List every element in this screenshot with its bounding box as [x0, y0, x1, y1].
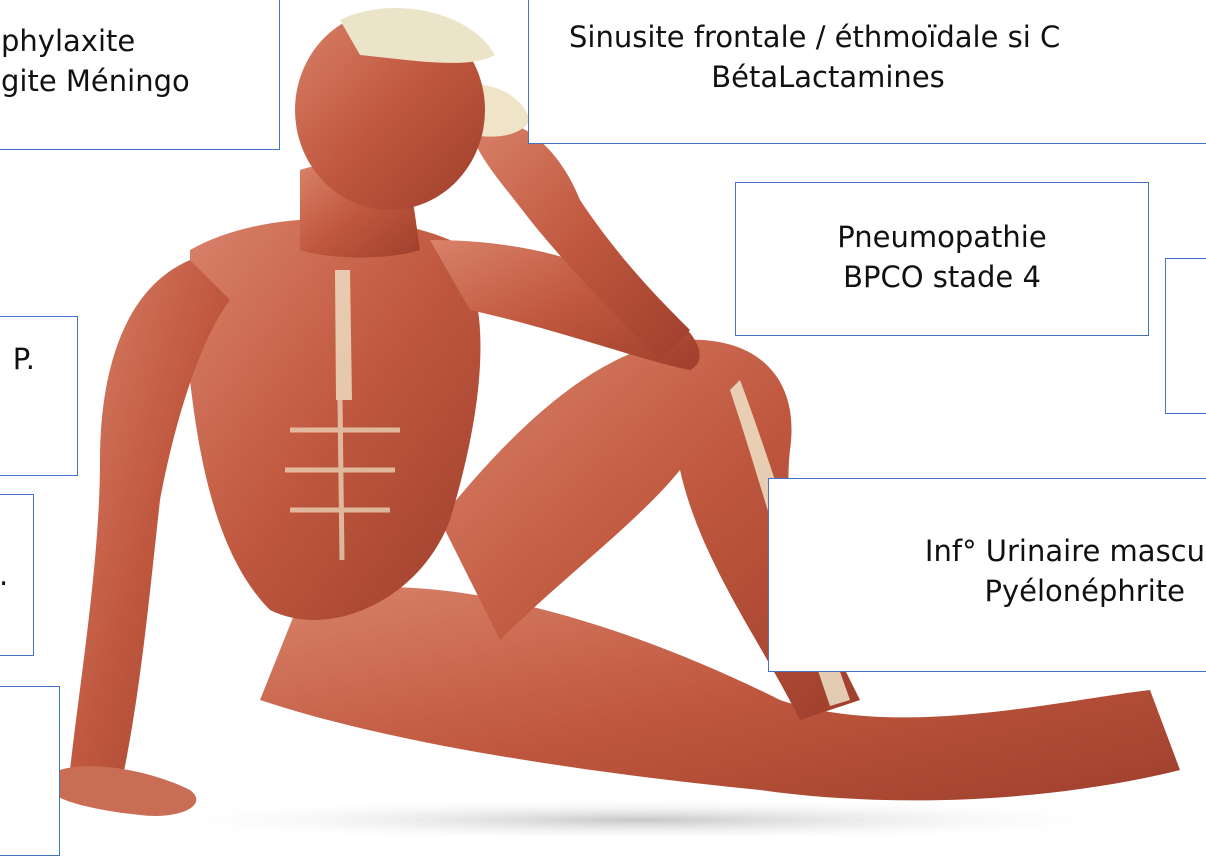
- label-line: Pyélonéphrite: [769, 571, 1205, 611]
- left-arm: [70, 260, 230, 790]
- label-line: Sinusite frontale / éthmoïdale si C: [569, 17, 1206, 57]
- label-box-mid-right: Pneumopathie BPCO stade 4: [735, 182, 1149, 336]
- label-line: P.: [0, 339, 35, 379]
- label-box-bottom-left: [0, 686, 60, 856]
- skull-cap: [340, 8, 495, 63]
- left-hand: [55, 766, 196, 816]
- label-box-far-right: [1165, 258, 1206, 414]
- label-box-top-right: Sinusite frontale / éthmoïdale si C Béta…: [528, 0, 1206, 144]
- label-line: BétaLactamines: [569, 57, 1206, 97]
- label-line: BPCO stade 4: [736, 257, 1148, 297]
- sternum: [335, 270, 352, 400]
- label-line: Inf° Urinaire mascu: [769, 531, 1205, 571]
- label-box-left-lower: .: [0, 494, 34, 656]
- label-box-left-mid: P.: [0, 316, 78, 476]
- label-box-lower-right: Inf° Urinaire mascu Pyélonéphrite: [768, 478, 1206, 672]
- label-box-top-left: phylaxite gite Méningo: [0, 0, 280, 150]
- canvas: phylaxite gite Méningo Sinusite frontale…: [0, 0, 1206, 836]
- label-line: gite Méningo: [1, 61, 279, 101]
- label-line: Pneumopathie: [736, 217, 1148, 257]
- label-line: .: [0, 555, 7, 595]
- ground-shadow: [120, 798, 1160, 836]
- label-line: phylaxite: [1, 21, 279, 61]
